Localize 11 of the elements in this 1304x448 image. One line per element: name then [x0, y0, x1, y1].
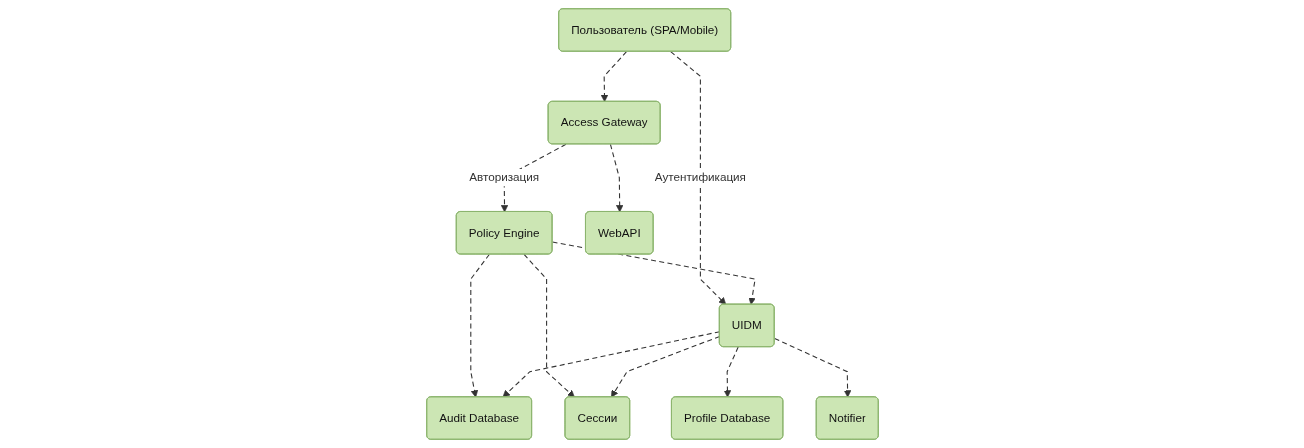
edge-label: Авторизация: [468, 170, 539, 184]
arrow: [523, 253, 575, 398]
arrow: [669, 51, 726, 305]
arrow: [773, 337, 851, 398]
arrow: [609, 143, 623, 213]
arrow: [469, 253, 490, 398]
arrow: [502, 331, 720, 398]
arrow: [600, 51, 627, 103]
arrow: [610, 335, 720, 398]
arrow: [723, 346, 739, 398]
edge-label: Аутентификация: [654, 170, 746, 184]
